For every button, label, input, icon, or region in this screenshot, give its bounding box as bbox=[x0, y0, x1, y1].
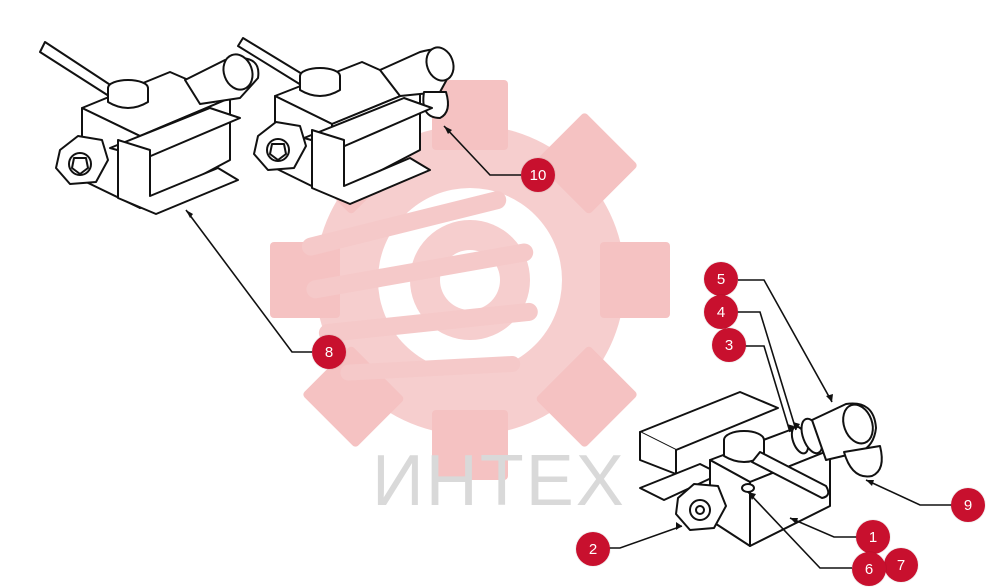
callout-4[interactable]: 4 bbox=[704, 295, 738, 329]
watermark-text: ИНТЕХ bbox=[372, 441, 626, 521]
leader-lines bbox=[185, 125, 954, 569]
callout-10[interactable]: 10 bbox=[521, 158, 555, 192]
callout-7[interactable]: 7 bbox=[884, 548, 918, 582]
callout-1[interactable]: 1 bbox=[856, 520, 890, 554]
callout-5[interactable]: 5 bbox=[704, 262, 738, 296]
callout-2[interactable]: 2 bbox=[576, 532, 610, 566]
callout-8[interactable]: 8 bbox=[312, 335, 346, 369]
callout-9[interactable]: 9 bbox=[951, 488, 985, 522]
valve-assembly-left bbox=[39, 41, 260, 215]
callout-6[interactable]: 6 bbox=[852, 552, 886, 586]
valve-assembly-right bbox=[639, 391, 883, 547]
valve-assembly-middle bbox=[237, 37, 455, 205]
leader-arrowheads bbox=[186, 126, 874, 530]
callout-3[interactable]: 3 bbox=[712, 328, 746, 362]
